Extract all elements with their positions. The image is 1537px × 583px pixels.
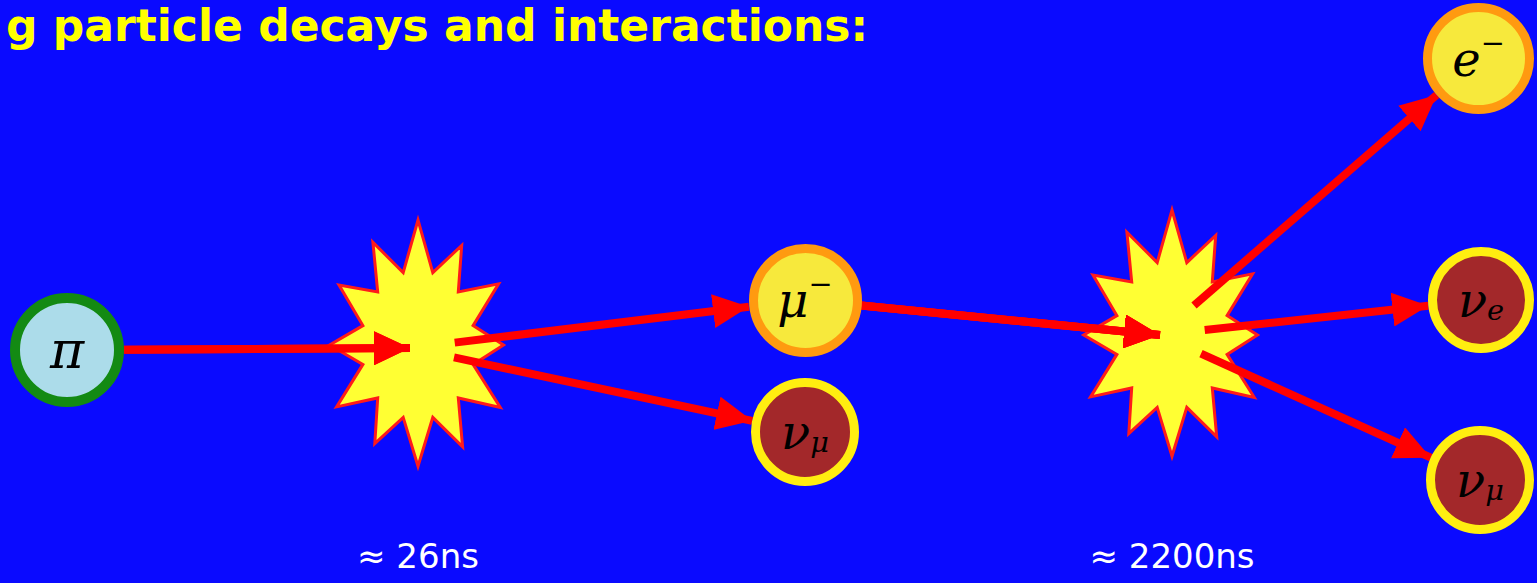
arrow-segment xyxy=(1194,95,1437,306)
particle-index: μ xyxy=(1485,473,1504,507)
decay-arrow xyxy=(861,306,1428,336)
arrow-segment xyxy=(124,348,410,350)
arrow-segment xyxy=(1201,354,1431,458)
decay-arrow xyxy=(861,95,1436,335)
particle-index: μ xyxy=(810,425,829,459)
particle-index: − xyxy=(809,267,833,301)
particle-symbol: π xyxy=(50,320,84,380)
neutrino-particle: νμ xyxy=(1426,426,1534,534)
arrow-segment xyxy=(1205,306,1429,330)
particle-symbol: e xyxy=(1452,31,1480,87)
pion-particle: π xyxy=(10,293,124,407)
particle-symbol: ν xyxy=(781,404,810,460)
arrow-segment xyxy=(454,357,752,420)
electron-particle: e− xyxy=(1423,3,1534,114)
arrow-segment xyxy=(124,348,410,350)
arrow-segment xyxy=(861,306,1160,336)
slide-title: g particle decays and interactions: xyxy=(6,0,868,51)
decay-arrow xyxy=(124,307,749,350)
particle-index: e xyxy=(1487,293,1504,327)
arrow-segment xyxy=(861,306,1160,336)
muon-particle: μ− xyxy=(749,244,862,357)
particle-symbol: μ xyxy=(777,272,808,328)
neutrino-particle: νe xyxy=(1428,247,1534,353)
arrow-segment xyxy=(861,306,1160,336)
decay-arrow xyxy=(124,348,752,421)
neutrino-particle: νμ xyxy=(751,378,859,486)
particle-symbol: ν xyxy=(1456,452,1485,508)
arrow-segment xyxy=(455,307,749,343)
particle-index: − xyxy=(1481,26,1505,60)
decay-arrow xyxy=(861,306,1431,458)
lifetime-label: ≈ 2200ns xyxy=(1089,536,1254,576)
lifetime-label: ≈ 26ns xyxy=(357,536,479,576)
particle-symbol: ν xyxy=(1458,272,1487,328)
